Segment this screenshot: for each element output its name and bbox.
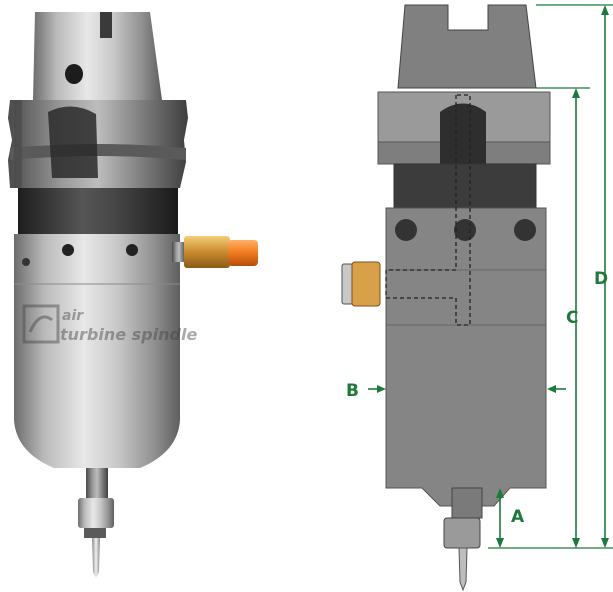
photo-brass-fitting xyxy=(184,236,230,268)
c-arrow-top xyxy=(572,88,580,98)
body-hole-2 xyxy=(126,244,138,256)
photo-body: air turbine spindle xyxy=(14,234,197,468)
photo-flange xyxy=(8,100,188,188)
dimension-label-b: B xyxy=(346,381,359,401)
d-arrow-top xyxy=(601,5,609,15)
dimension-lines xyxy=(368,4,613,549)
a-arrow-bottom xyxy=(496,538,504,548)
drawing-drill-bit xyxy=(458,547,468,592)
drawing-hole-1 xyxy=(395,219,417,241)
body-hole-3 xyxy=(22,258,30,266)
drawing-flange xyxy=(377,91,551,165)
shank-hole xyxy=(65,64,83,84)
spindle-photo: air turbine spindle xyxy=(8,12,258,578)
photo-black-band xyxy=(18,188,178,234)
c-arrow-bottom xyxy=(572,538,580,548)
drawing-dark-band xyxy=(393,163,537,209)
drawing-nose xyxy=(443,487,483,592)
brand-word-2: turbine spindle xyxy=(60,325,197,344)
a-arrow-top xyxy=(496,488,504,498)
photo-orange-connector xyxy=(228,240,258,266)
dimension-label-c: C xyxy=(566,308,578,328)
spindle-drawing: D C B A xyxy=(341,4,613,592)
brand-word-1: air xyxy=(62,308,84,324)
d-arrow-bottom xyxy=(601,538,609,548)
photo-air-fitting xyxy=(172,236,258,268)
photo-brand-logo: air turbine spindle xyxy=(22,304,197,344)
drawing-hole-2 xyxy=(454,219,476,241)
dimension-label-a: A xyxy=(511,507,525,527)
photo-nose xyxy=(78,468,114,578)
b-right-arrow xyxy=(547,385,556,393)
drawing-air-fitting xyxy=(341,261,381,307)
photo-drill-bit xyxy=(92,538,100,578)
photo-shank xyxy=(33,12,162,100)
drawing-hole-3 xyxy=(514,219,536,241)
drawing-body xyxy=(385,207,547,507)
body-hole-1 xyxy=(62,244,74,256)
dimension-label-d: D xyxy=(594,269,608,289)
drawing-air-channel xyxy=(385,94,471,326)
drawing-shank xyxy=(397,4,537,89)
b-left-arrow xyxy=(377,385,386,393)
